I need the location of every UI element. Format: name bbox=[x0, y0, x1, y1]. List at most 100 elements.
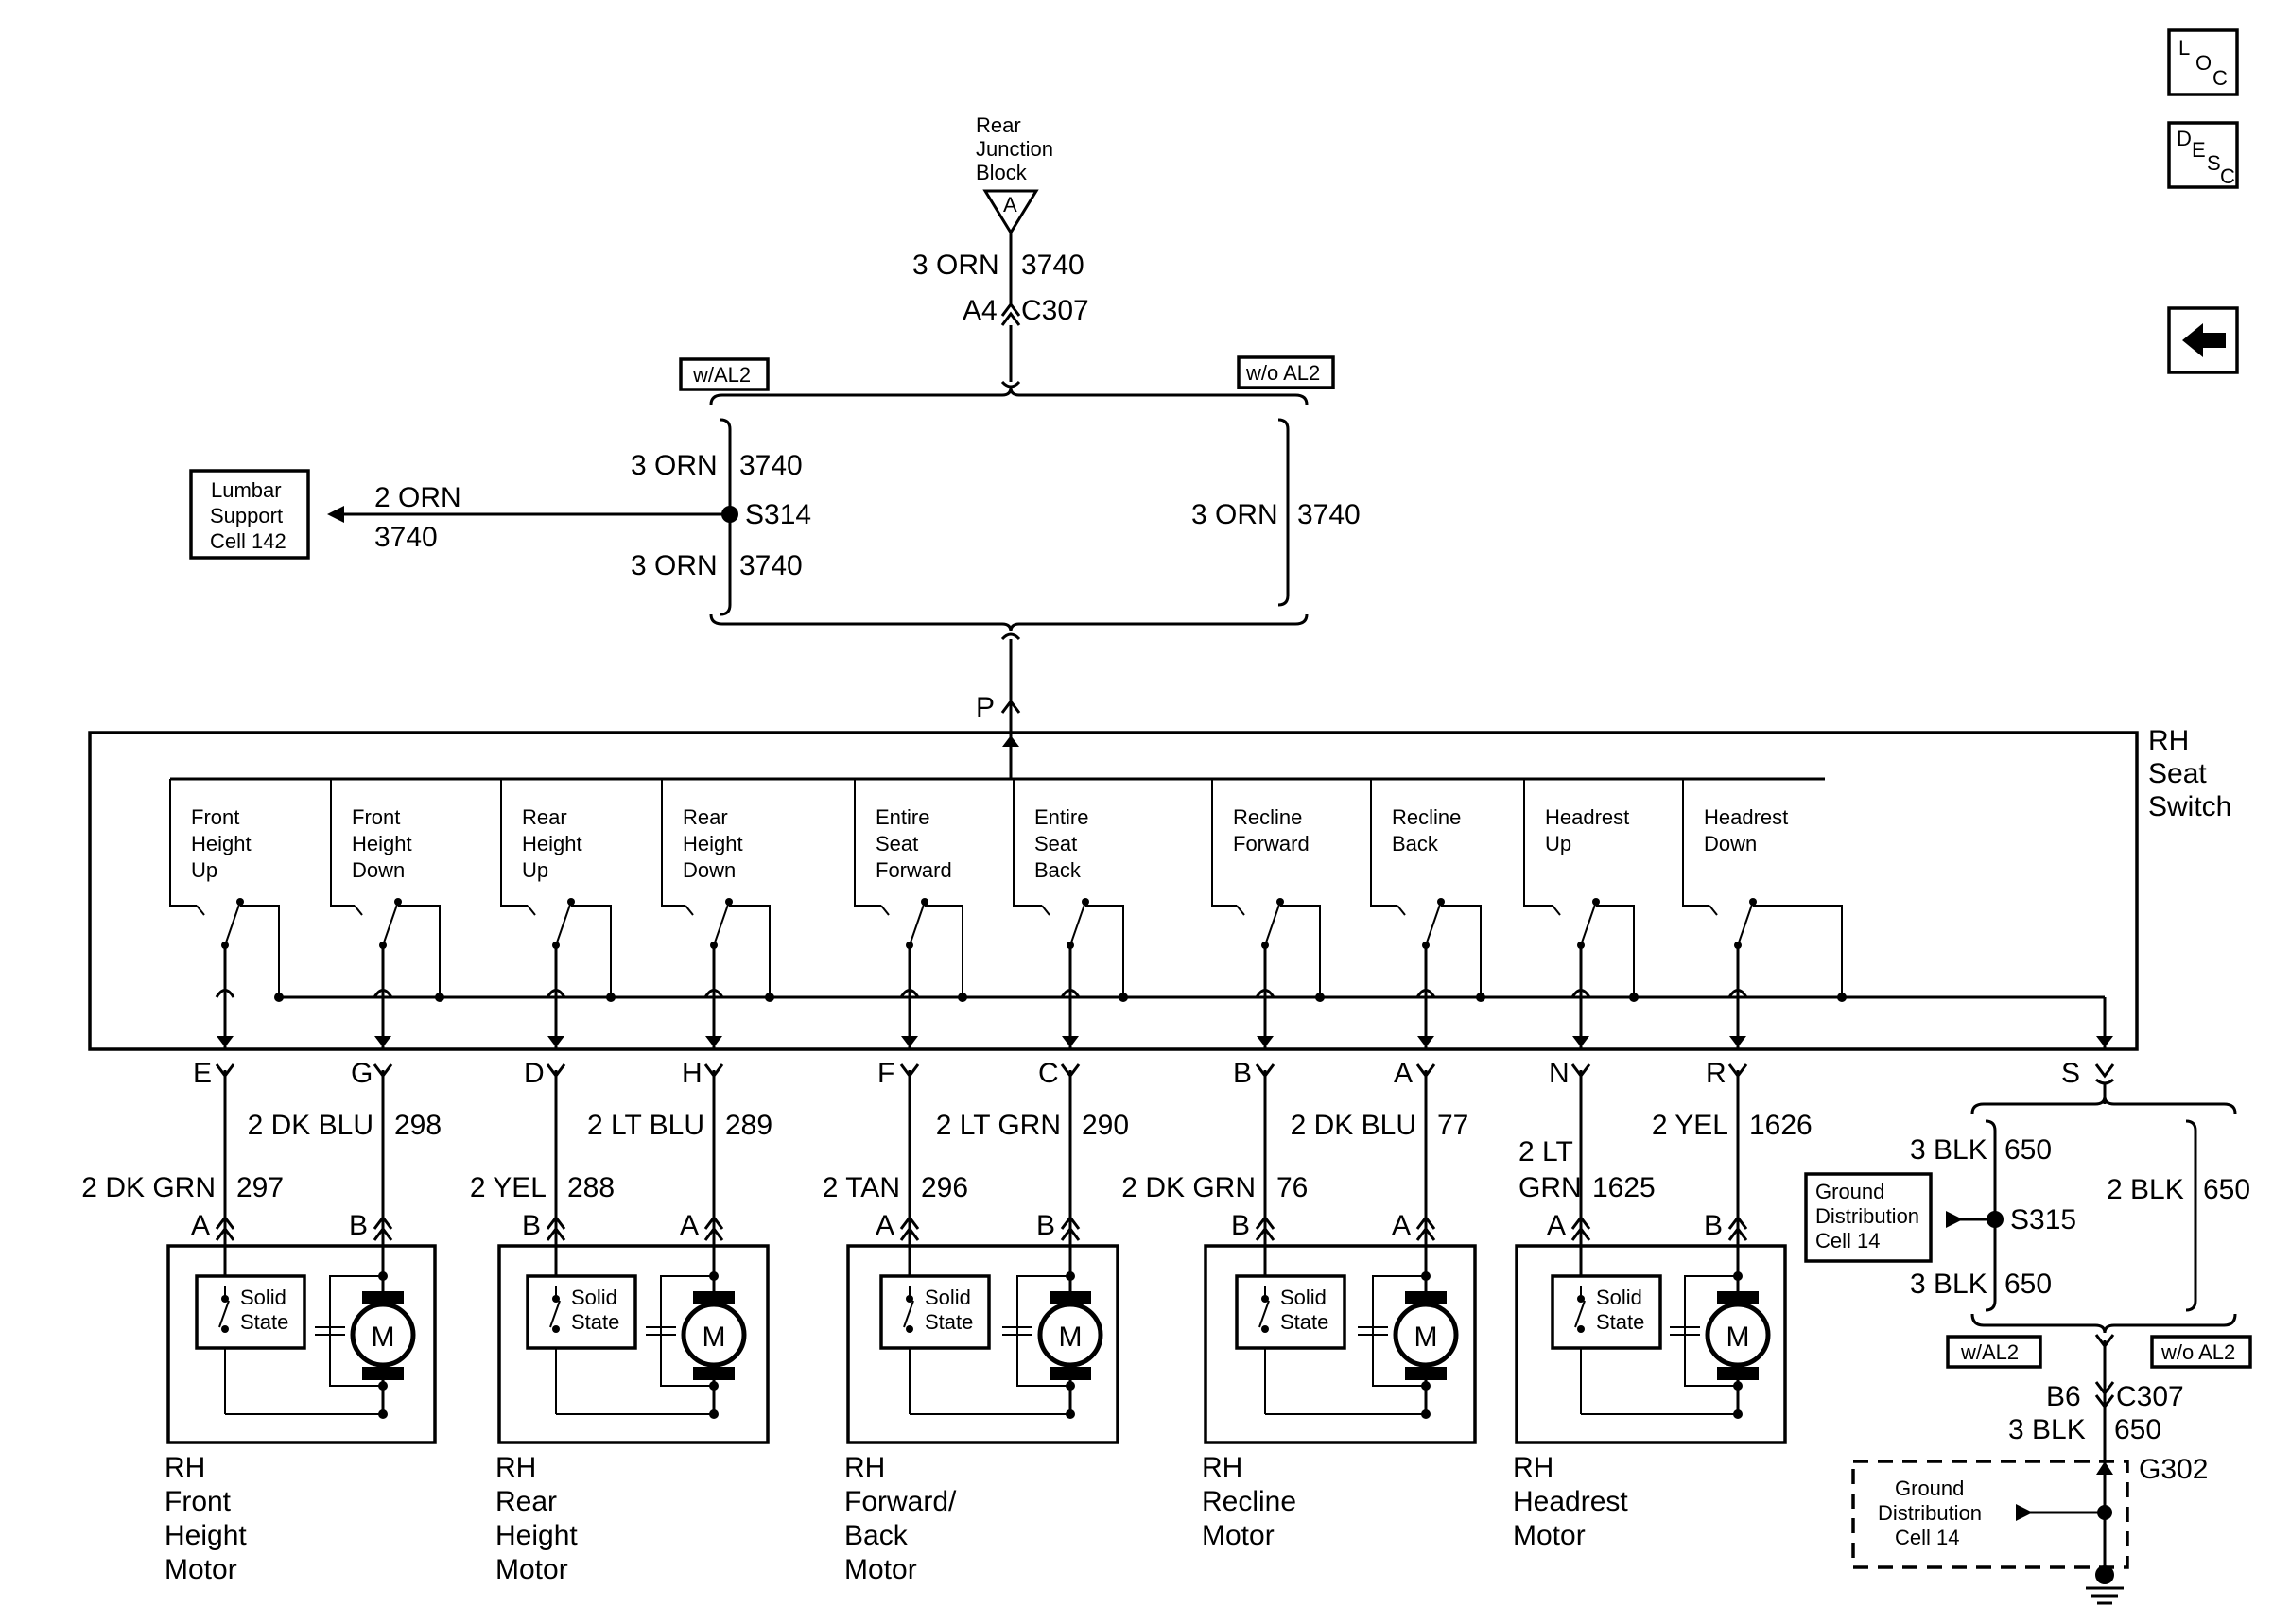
circuit-number-label: 650 bbox=[2004, 1269, 2052, 1300]
wire-color-label: 3 BLK bbox=[2008, 1414, 2086, 1445]
switch-segment-label: Forward bbox=[1233, 832, 1310, 855]
connector-pin-label: B6 bbox=[2046, 1381, 2081, 1412]
solid-state-label: State bbox=[925, 1310, 973, 1334]
switch-title-line: RH bbox=[2148, 725, 2189, 756]
connector-pin-label: A bbox=[680, 1210, 699, 1241]
motor-icon bbox=[1037, 1302, 1103, 1368]
switch-segment-label: Down bbox=[1704, 832, 1757, 855]
connector-pin-label: A bbox=[876, 1210, 894, 1241]
desc-button[interactable]: D E S C bbox=[2167, 121, 2239, 189]
circuit-number-label: 3740 bbox=[1297, 499, 1361, 530]
svg-text:Cell 14: Cell 14 bbox=[1895, 1526, 1959, 1549]
connector-pin-label: B bbox=[349, 1210, 368, 1241]
option-bracket bbox=[709, 387, 1309, 406]
loc-button[interactable]: L O C bbox=[2167, 28, 2239, 96]
loc-letter-l: L bbox=[2178, 36, 2190, 60]
desc-letter-d: D bbox=[2177, 127, 2192, 150]
svg-text:Cell 14: Cell 14 bbox=[1815, 1229, 1880, 1253]
option-with-al2-tag-lower: w/AL2 bbox=[1946, 1335, 2042, 1369]
rjb-title-line: Junction bbox=[976, 137, 1053, 161]
motor-symbol-label: M bbox=[1414, 1322, 1438, 1353]
connector-pin-label: B bbox=[1704, 1210, 1723, 1241]
ground-icon bbox=[2095, 1565, 2114, 1584]
motor-box bbox=[497, 1244, 770, 1444]
switch-segment-label: Rear bbox=[522, 805, 567, 829]
svg-text:Distribution: Distribution bbox=[1815, 1204, 1919, 1228]
wire-color-label: 2 DK GRN bbox=[81, 1172, 216, 1203]
connector-label: C307 bbox=[2116, 1381, 2184, 1412]
wire-color-label: 2 DK BLU bbox=[248, 1110, 373, 1141]
circuit-number-label: 297 bbox=[236, 1172, 284, 1203]
solid-state-label: Solid bbox=[1596, 1286, 1642, 1309]
motor-name-label: Back bbox=[844, 1520, 909, 1551]
switch-segment-label: Back bbox=[1392, 832, 1439, 855]
motor-name-label: Motor bbox=[495, 1554, 568, 1585]
motor-symbol-label: M bbox=[372, 1322, 395, 1353]
wire-color-label: 3 ORN bbox=[631, 450, 718, 481]
switch-segment-label: Height bbox=[683, 832, 743, 855]
motor-symbol-label: M bbox=[703, 1322, 726, 1353]
circuit-number-label: 650 bbox=[2114, 1414, 2161, 1445]
svg-text:w/AL2: w/AL2 bbox=[1960, 1340, 2019, 1364]
solid-state-box bbox=[1551, 1274, 1662, 1350]
circuit-number-label: 1625 bbox=[1592, 1172, 1656, 1203]
solid-state-box bbox=[195, 1274, 306, 1350]
solid-state-label: State bbox=[1280, 1310, 1328, 1334]
switch-segment-label: Headrest bbox=[1545, 805, 1629, 829]
motor-name-label: RH bbox=[1513, 1452, 1553, 1483]
switch-segment-label: Seat bbox=[876, 832, 918, 855]
lumbar-support-ref[interactable]: Lumbar Support Cell 142 bbox=[189, 469, 310, 560]
circuit-number-label: 3740 bbox=[739, 550, 803, 581]
switch-segment-label: Forward bbox=[876, 858, 952, 882]
switch-segment-label: Down bbox=[352, 858, 405, 882]
motor-icon bbox=[1705, 1302, 1771, 1368]
wire-color-label: 2 DK GRN bbox=[1121, 1172, 1256, 1203]
wire-color-label: 2 BLK bbox=[2107, 1174, 2184, 1205]
motor-name-label: Motor bbox=[165, 1554, 237, 1585]
circuit-number-label: 650 bbox=[2203, 1174, 2250, 1205]
splice-label: S315 bbox=[2010, 1204, 2076, 1235]
circuit-number-label: 298 bbox=[394, 1110, 442, 1141]
connector-pin-label: A bbox=[1547, 1210, 1566, 1241]
circuit-number-label: 3740 bbox=[739, 450, 803, 481]
connector-pin-label: D bbox=[524, 1058, 545, 1089]
svg-text:Cell 142: Cell 142 bbox=[210, 529, 286, 553]
svg-text:w/o AL2: w/o AL2 bbox=[2160, 1340, 2235, 1364]
ground-g302-box bbox=[1851, 1460, 2129, 1569]
option-without-al2-tag: w/o AL2 bbox=[1237, 355, 1335, 389]
desc-letter-s: S bbox=[2207, 151, 2221, 175]
switch-segment-label: Seat bbox=[1034, 832, 1077, 855]
svg-text:Lumbar: Lumbar bbox=[211, 478, 282, 502]
wire-color-label: 2 YEL bbox=[1652, 1110, 1728, 1141]
connector-pin-label: B bbox=[1231, 1210, 1250, 1241]
back-button[interactable] bbox=[2167, 306, 2239, 374]
connector-pin-label: G bbox=[351, 1058, 373, 1089]
ground-distribution-ref-g302[interactable]: Ground Distribution Cell 14 bbox=[1878, 1477, 1982, 1549]
circuit-number-label: 290 bbox=[1082, 1110, 1129, 1141]
connector-pin-label: H bbox=[682, 1058, 703, 1089]
motor-name-label: Motor bbox=[1513, 1520, 1586, 1551]
solid-state-label: State bbox=[571, 1310, 619, 1334]
motor-name-label: Motor bbox=[844, 1554, 917, 1585]
motor-icon bbox=[681, 1302, 747, 1368]
wire-color-label: 3 BLK bbox=[1910, 1134, 1987, 1166]
loc-letter-c: C bbox=[2212, 66, 2228, 90]
circuit-number-label: 296 bbox=[921, 1172, 968, 1203]
splice-label: S314 bbox=[745, 499, 811, 530]
ground-distribution-ref[interactable]: Ground Distribution Cell 14 bbox=[1804, 1172, 1933, 1263]
wire-color-label: 2 YEL bbox=[470, 1172, 547, 1203]
rear-junction-block: Rear Junction Block A bbox=[976, 113, 1053, 235]
motor-symbol-label: M bbox=[1059, 1322, 1083, 1353]
circuit-number-label: 289 bbox=[725, 1110, 772, 1141]
